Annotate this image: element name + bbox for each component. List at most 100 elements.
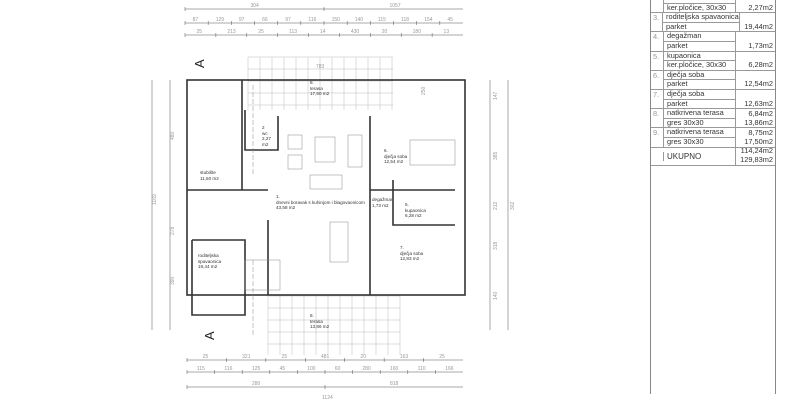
room-number: 8. [310, 80, 314, 85]
right-dimension-label: 140 [493, 291, 499, 300]
room-label: 1.dnevni boravak s kuhinjom i blagovaoni… [276, 194, 366, 211]
dimension-label: 430 [351, 29, 360, 35]
row-number: 4. [653, 32, 660, 42]
dimension-label: 25 [439, 354, 445, 360]
room-name: degažman [372, 197, 394, 202]
row-number: 5. [653, 51, 660, 61]
area-value: 1,73m2 [748, 40, 773, 50]
dimension-label: 66 [262, 17, 268, 23]
room-name: dječja soba [667, 69, 705, 79]
dimension-label: 113 [289, 29, 297, 35]
room-name: terasa [310, 318, 323, 324]
section-marker-top: A [192, 59, 207, 68]
dimension-label: 97 [239, 17, 245, 23]
room-area: 6,28 m2 [405, 213, 422, 218]
dimension-label: 45 [447, 17, 453, 23]
dimension-label: 140 [355, 17, 364, 23]
total-label: UKUPNO [663, 151, 735, 161]
room-name: kupaonica [667, 50, 701, 60]
row-number: 9. [653, 128, 660, 138]
room-number: 1. [276, 194, 280, 199]
room-name: degažman [667, 31, 702, 41]
room-name: dnevni boravak s kuhinjom i blagovaonico… [276, 199, 365, 205]
row-area: 1,73m2 [735, 32, 775, 51]
left-dimension-label: 390 [170, 276, 176, 285]
room-area: 1,73 m2 [372, 202, 389, 208]
area-value: 8,75m2 [748, 128, 773, 138]
area-value-2: 17,50m2 [744, 136, 773, 146]
dimension-label: 160 [390, 366, 399, 372]
right-dimension-label: 147 [493, 91, 499, 100]
room-name: roditeljska spavaonica [666, 12, 739, 22]
terrace-depth-dimension: 250 [421, 86, 427, 95]
row-area: 12,63m2 [735, 89, 775, 109]
row-description: ker.pločice, 30x30 [663, 0, 735, 13]
area-value: 6,28m2 [748, 60, 773, 70]
dimension-label: 110 [418, 366, 426, 372]
room-name: dječja soba [384, 153, 408, 159]
dimension-label: 125 [252, 366, 261, 372]
row-area: 6,28m2 [735, 51, 775, 70]
bottom-total-dimension: 1124 [322, 395, 333, 400]
dimension-label: 45 [280, 366, 286, 372]
floor-finish: ker.pločice, 30x30 [664, 60, 735, 70]
dimension-label: 100 [307, 366, 316, 372]
row-number: 6. [653, 70, 660, 80]
right-dimension-label: 318 [493, 241, 499, 250]
dimension-label: 166 [445, 366, 454, 372]
floor-finish: gres 30x30 [664, 136, 735, 147]
dimension-label: 25 [258, 29, 264, 35]
row-area: 2,27m2 [735, 0, 775, 13]
room-name: dječja soba [667, 88, 705, 98]
left-dimension-label: 480 [170, 131, 176, 140]
room-name: stubište [200, 170, 216, 175]
dimension-label: 154 [424, 17, 433, 23]
room-name: natkrivena terasa [667, 108, 724, 118]
total-area-2: 129,83m2 [740, 155, 773, 164]
area-value: 12,63m2 [744, 98, 773, 108]
dimension-label: 115 [197, 366, 205, 372]
total-area: 114,24m2 [740, 146, 773, 156]
right-dimension-label: 385 [493, 151, 499, 160]
table-row: ker.pločice, 30x30 2,27m2 [651, 0, 775, 14]
dimension-label: 818 [390, 381, 399, 387]
row-number: 7. [653, 89, 660, 99]
room-number: 2 [262, 125, 265, 130]
room-area: 13,86 m2 [310, 324, 330, 329]
row-number [651, 0, 663, 12]
dimension-label: 150 [332, 17, 341, 23]
room-name: wc [262, 130, 268, 136]
dimension-label: 118 [401, 17, 409, 23]
left-dimension-label: 278 [170, 226, 176, 235]
dimension-label: 25 [282, 354, 288, 360]
floor-finish: parket [664, 40, 735, 51]
floor-finish: gres 30x30 [664, 117, 735, 128]
room-area: 12,83 m2 [400, 256, 420, 261]
dimension-label: 20 [360, 354, 366, 360]
area-value: 6,84m2 [748, 109, 773, 119]
dimension-label: 213 [227, 29, 236, 35]
dimension-label: 280 [252, 381, 261, 387]
row-number: 3. [653, 13, 660, 23]
room-area: 11,50 m2 [200, 175, 219, 181]
dimension-label: 129 [216, 17, 225, 23]
room-area: 17,50 m2 [310, 91, 330, 96]
room-name: kupaonica [405, 207, 426, 213]
row-area: 12,54m2 [735, 70, 775, 89]
